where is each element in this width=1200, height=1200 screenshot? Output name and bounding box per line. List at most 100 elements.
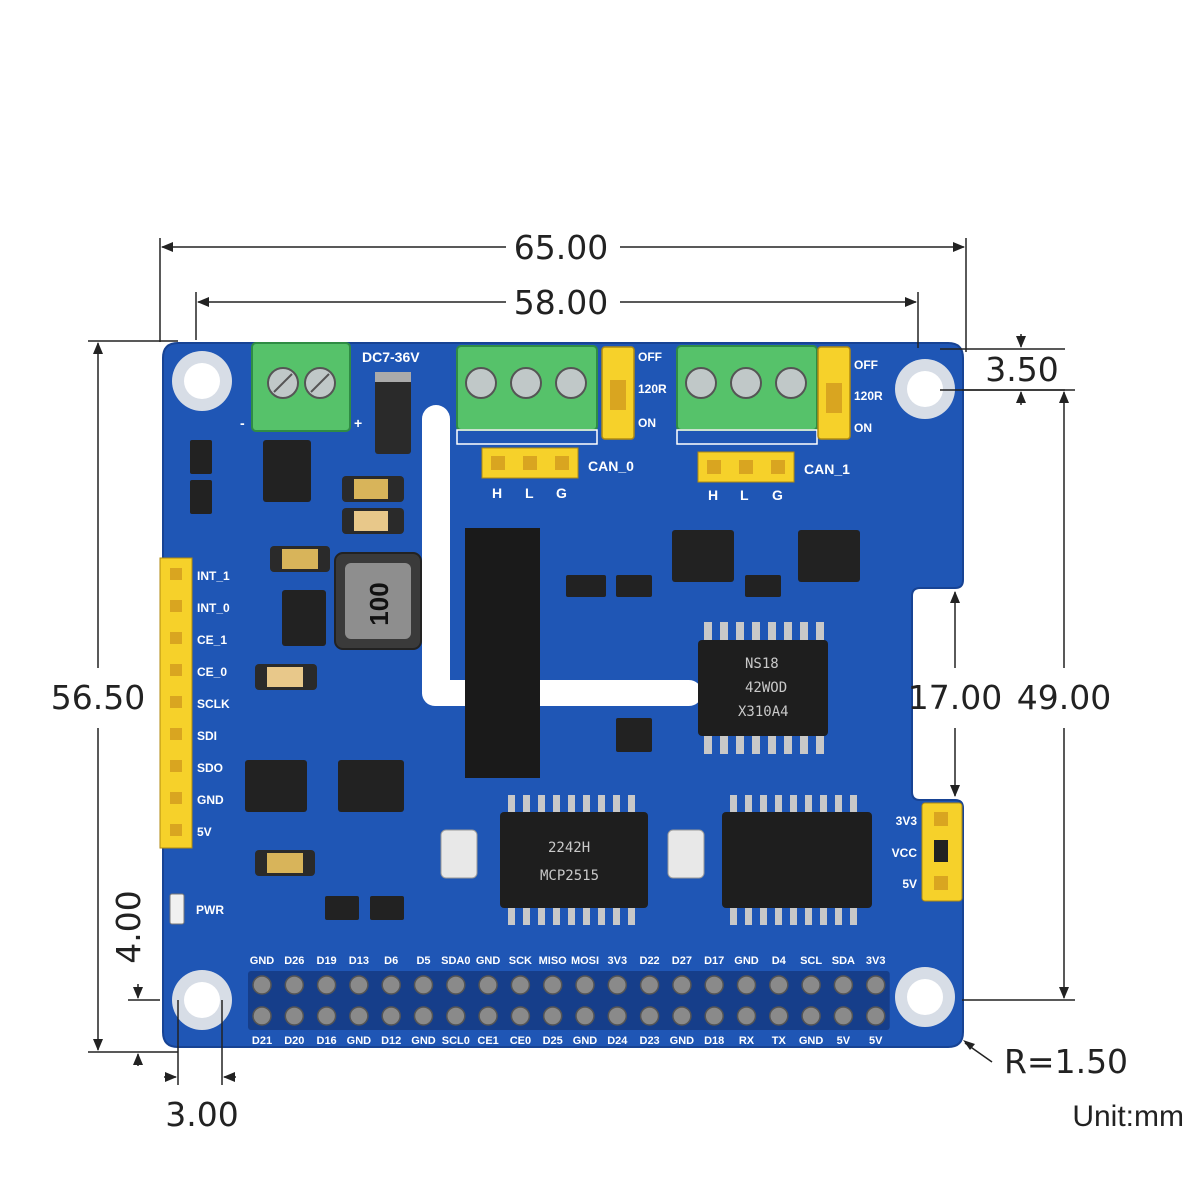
mount-hole-top-right bbox=[895, 359, 955, 419]
power-minus-label: - bbox=[240, 415, 245, 431]
gpio-pin bbox=[833, 1006, 854, 1026]
pcb-slot bbox=[422, 405, 450, 705]
svg-text:NS18: NS18 bbox=[745, 656, 779, 672]
can0-header bbox=[481, 447, 579, 479]
gpio-bottom-label: RX bbox=[739, 1035, 755, 1047]
gpio-top-label: D26 bbox=[284, 955, 304, 967]
gpio-top-label: SCL bbox=[800, 955, 822, 967]
gpio-top-label: D13 bbox=[349, 955, 369, 967]
side-pin-int1: INT_1 bbox=[197, 569, 230, 583]
can1-header bbox=[697, 451, 795, 483]
gpio-bottom-label: D25 bbox=[543, 1035, 563, 1047]
gpio-top-label: D6 bbox=[384, 955, 398, 967]
gpio-top-label: D5 bbox=[416, 955, 430, 967]
power-plus-label: + bbox=[354, 415, 362, 431]
dim-corner-radius: R=1.50 bbox=[963, 1040, 1128, 1081]
vsel-3v3: 3V3 bbox=[896, 814, 918, 828]
dim-width-total: 65.00 bbox=[159, 228, 967, 352]
svg-text:100: 100 bbox=[364, 582, 394, 625]
can1-label: CAN_1 bbox=[804, 461, 850, 477]
capacitor-group bbox=[255, 476, 404, 876]
gpio-pin bbox=[316, 975, 337, 995]
power-terminal bbox=[251, 342, 351, 432]
can1-jumper-on: ON bbox=[854, 421, 872, 435]
gpio-bottom-label: D20 bbox=[284, 1035, 304, 1047]
gpio-pin bbox=[672, 1006, 692, 1026]
gpio-pin bbox=[349, 975, 369, 995]
gpio-pin bbox=[704, 975, 724, 995]
can0-jumper-120r: 120R bbox=[638, 382, 667, 396]
gpio-top-label: 3V3 bbox=[866, 955, 886, 967]
gpio-pin bbox=[769, 975, 789, 995]
can-controller-chip-pins bbox=[508, 795, 857, 925]
inductor: 100 bbox=[334, 552, 422, 650]
gpio-pin bbox=[252, 1006, 272, 1026]
dim-hole-offset-bottom: 3.00 bbox=[164, 1000, 239, 1134]
gpio-header-base bbox=[248, 971, 890, 1030]
gpio-pin bbox=[284, 1006, 305, 1026]
gpio-bottom-label: 5V bbox=[869, 1035, 883, 1047]
power-diode bbox=[375, 372, 411, 454]
can0-terminal bbox=[456, 345, 598, 445]
gpio-pin bbox=[865, 1006, 886, 1026]
gpio-pin bbox=[446, 1006, 466, 1026]
dim-hole-spacing-y-label: 49.00 bbox=[1017, 678, 1111, 717]
side-pin-sdi: SDI bbox=[197, 729, 217, 743]
dim-corner-radius-label: R=1.50 bbox=[1004, 1042, 1128, 1081]
side-pin-ce1: CE_1 bbox=[197, 633, 227, 647]
can-controller-chip-right bbox=[722, 812, 872, 908]
side-pin-sclk: SCLK bbox=[197, 697, 230, 711]
gpio-bottom-label: GND bbox=[670, 1035, 695, 1047]
dim-hole-offset-side-label: 4.00 bbox=[109, 890, 148, 963]
can-controller-chip-left: 2242H MCP2515 bbox=[500, 812, 648, 908]
dim-height-total: 56.50 bbox=[51, 340, 178, 1053]
gpio-bottom-label: CE1 bbox=[477, 1035, 498, 1047]
dim-hole-offset-top-label: 3.50 bbox=[985, 350, 1058, 389]
gpio-pin bbox=[736, 1006, 757, 1026]
gpio-pin bbox=[478, 1006, 498, 1026]
gpio-top-label: GND bbox=[734, 955, 759, 967]
dim-notch-height: 17.00 bbox=[908, 591, 1002, 797]
side-pin-gnd: GND bbox=[197, 793, 224, 807]
vsel-vcc: VCC bbox=[892, 846, 918, 860]
gpio-pin bbox=[575, 975, 595, 995]
can0-jumper-off: OFF bbox=[638, 350, 662, 364]
pcb-slot-bottom bbox=[422, 680, 702, 706]
gpio-pin bbox=[542, 1006, 563, 1026]
gpio-pin bbox=[704, 1006, 724, 1026]
gpio-bottom-label: D12 bbox=[381, 1035, 401, 1047]
gpio-bottom-label: GND bbox=[411, 1035, 436, 1047]
gpio-pin bbox=[801, 1006, 821, 1026]
gpio-pin bbox=[510, 975, 531, 995]
gpio-top-label: MISO bbox=[539, 955, 568, 967]
gpio-pin bbox=[639, 975, 660, 995]
gpio-pin bbox=[381, 1006, 401, 1026]
mount-hole-bottom-left bbox=[172, 970, 232, 1030]
gpio-pin bbox=[316, 1006, 337, 1026]
crystal-right bbox=[667, 829, 705, 879]
can0-pin-h: H bbox=[492, 485, 502, 501]
gpio-top-label: D4 bbox=[772, 955, 787, 967]
can0-jumper-on: ON bbox=[638, 416, 656, 430]
gpio-top-label: D19 bbox=[317, 955, 337, 967]
dim-hole-spacing-x: 58.00 bbox=[195, 283, 919, 348]
gpio-pin bbox=[478, 975, 498, 995]
gpio-pin bbox=[413, 975, 434, 995]
can1-jumper-off: OFF bbox=[854, 358, 878, 372]
can0-pin-g: G bbox=[556, 485, 567, 501]
gpio-pin bbox=[510, 1006, 531, 1026]
gpio-pin bbox=[284, 975, 305, 995]
can1-jumper-120r: 120R bbox=[854, 389, 883, 403]
gpio-pin bbox=[607, 1006, 628, 1026]
gpio-header bbox=[248, 971, 890, 1030]
gpio-top-label: SDA bbox=[832, 955, 855, 967]
gpio-pin bbox=[575, 1006, 595, 1026]
vsel-5v: 5V bbox=[902, 877, 917, 891]
gpio-top-label: D22 bbox=[640, 955, 660, 967]
can0-termination-jumper bbox=[601, 346, 635, 440]
gpio-top-label: SDA0 bbox=[441, 955, 470, 967]
gpio-pin bbox=[252, 975, 272, 995]
